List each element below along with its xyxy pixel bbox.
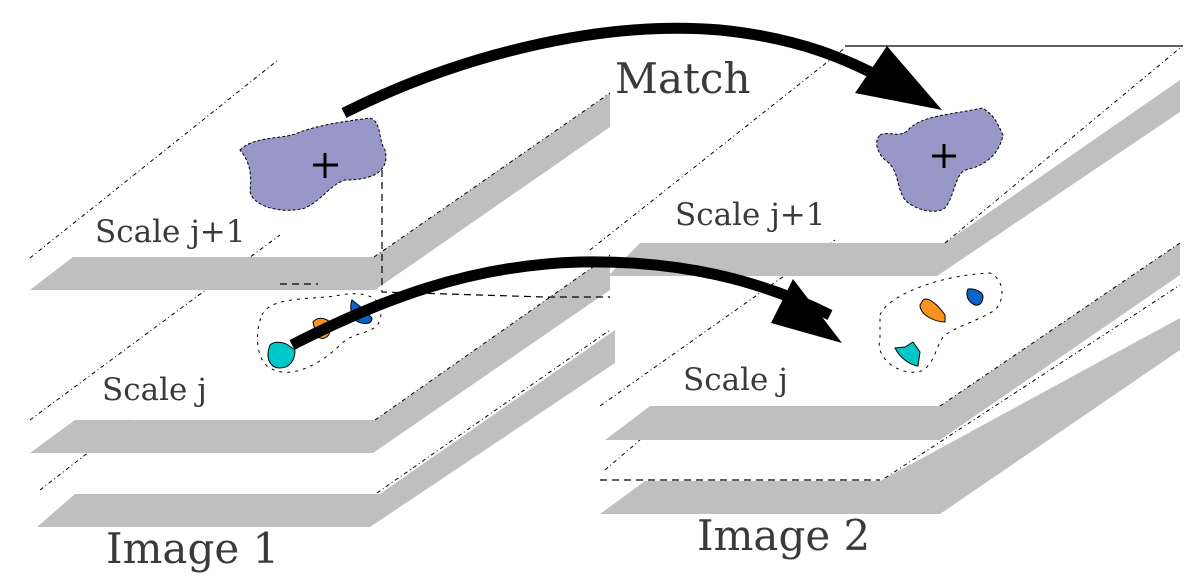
image2-scale-j-layer-left-edge <box>599 239 836 407</box>
image2-scale-j1-layer-thickness <box>608 80 1180 276</box>
image1-label: Image 1 <box>106 524 279 573</box>
image2-scale-j1-layer <box>589 45 1183 276</box>
image2-base-layer-thickness <box>600 318 1180 514</box>
match-arrow-fine-shaft <box>289 256 833 350</box>
image1-scale-j1-layer-left-edge <box>29 59 279 259</box>
image2-scale-j-layer <box>599 239 1181 440</box>
image1-scale-j1-layer-thickness <box>30 93 610 290</box>
image2-scale-j-layer-right-edge <box>939 242 1181 407</box>
match-arrow-coarse <box>341 22 942 118</box>
image2-keypoint-blue <box>966 288 984 306</box>
image2-scale-j-label: Scale j <box>683 362 788 398</box>
image2-stack <box>589 45 1183 514</box>
match-arrow-coarse-shaft <box>341 22 898 118</box>
image2-region-center-cross <box>932 144 956 168</box>
match-label: Match <box>615 54 751 103</box>
image1-coarse-region <box>239 117 387 211</box>
image1-projection-line <box>381 170 610 298</box>
image1-keypoint-cyan <box>267 341 296 369</box>
image2-scale-j-layer-thickness <box>605 243 1180 440</box>
image2-scale-j1-layer-left-edge <box>589 47 846 251</box>
image2-coarse-region <box>876 107 1004 212</box>
image1-scale-j-label: Scale j <box>102 372 207 408</box>
image1-scale-j1-layer <box>29 59 611 290</box>
image1-scale-j1-layer-right-edge <box>373 92 611 258</box>
image2-base-layer-left-edge <box>604 439 641 471</box>
image2-keypoint-orange <box>919 298 946 323</box>
match-arrow-coarse-head <box>855 46 942 110</box>
image1-base-layer-right-edge <box>376 329 611 494</box>
image1-scale-j1-label: Scale j+1 <box>95 214 246 250</box>
image2-keypoint-cyan <box>894 341 921 367</box>
image2-base-layer-right-edge <box>884 284 1181 479</box>
image2-fine-region-outline <box>878 272 1003 373</box>
match-arrow-fine <box>289 256 842 350</box>
image1-scale-j-layer <box>29 234 611 453</box>
image1-scale-j-layer-thickness <box>30 255 610 453</box>
image2-label: Image 2 <box>697 511 870 560</box>
image1-fine-region-outline <box>257 293 382 373</box>
image1-stack <box>29 59 615 527</box>
match-arrow-fine-head <box>771 279 842 343</box>
image2-base-layer <box>600 284 1181 514</box>
image1-base-layer-thickness <box>37 330 615 527</box>
image1-scale-j-layer-right-edge <box>374 254 611 421</box>
image1-scale-j-layer-left-edge <box>29 234 281 421</box>
image2-scale-j1-label: Scale j+1 <box>675 197 826 233</box>
image2-scale-j1-layer-right-edge <box>944 47 1181 244</box>
image1-region-center-cross <box>313 153 338 178</box>
